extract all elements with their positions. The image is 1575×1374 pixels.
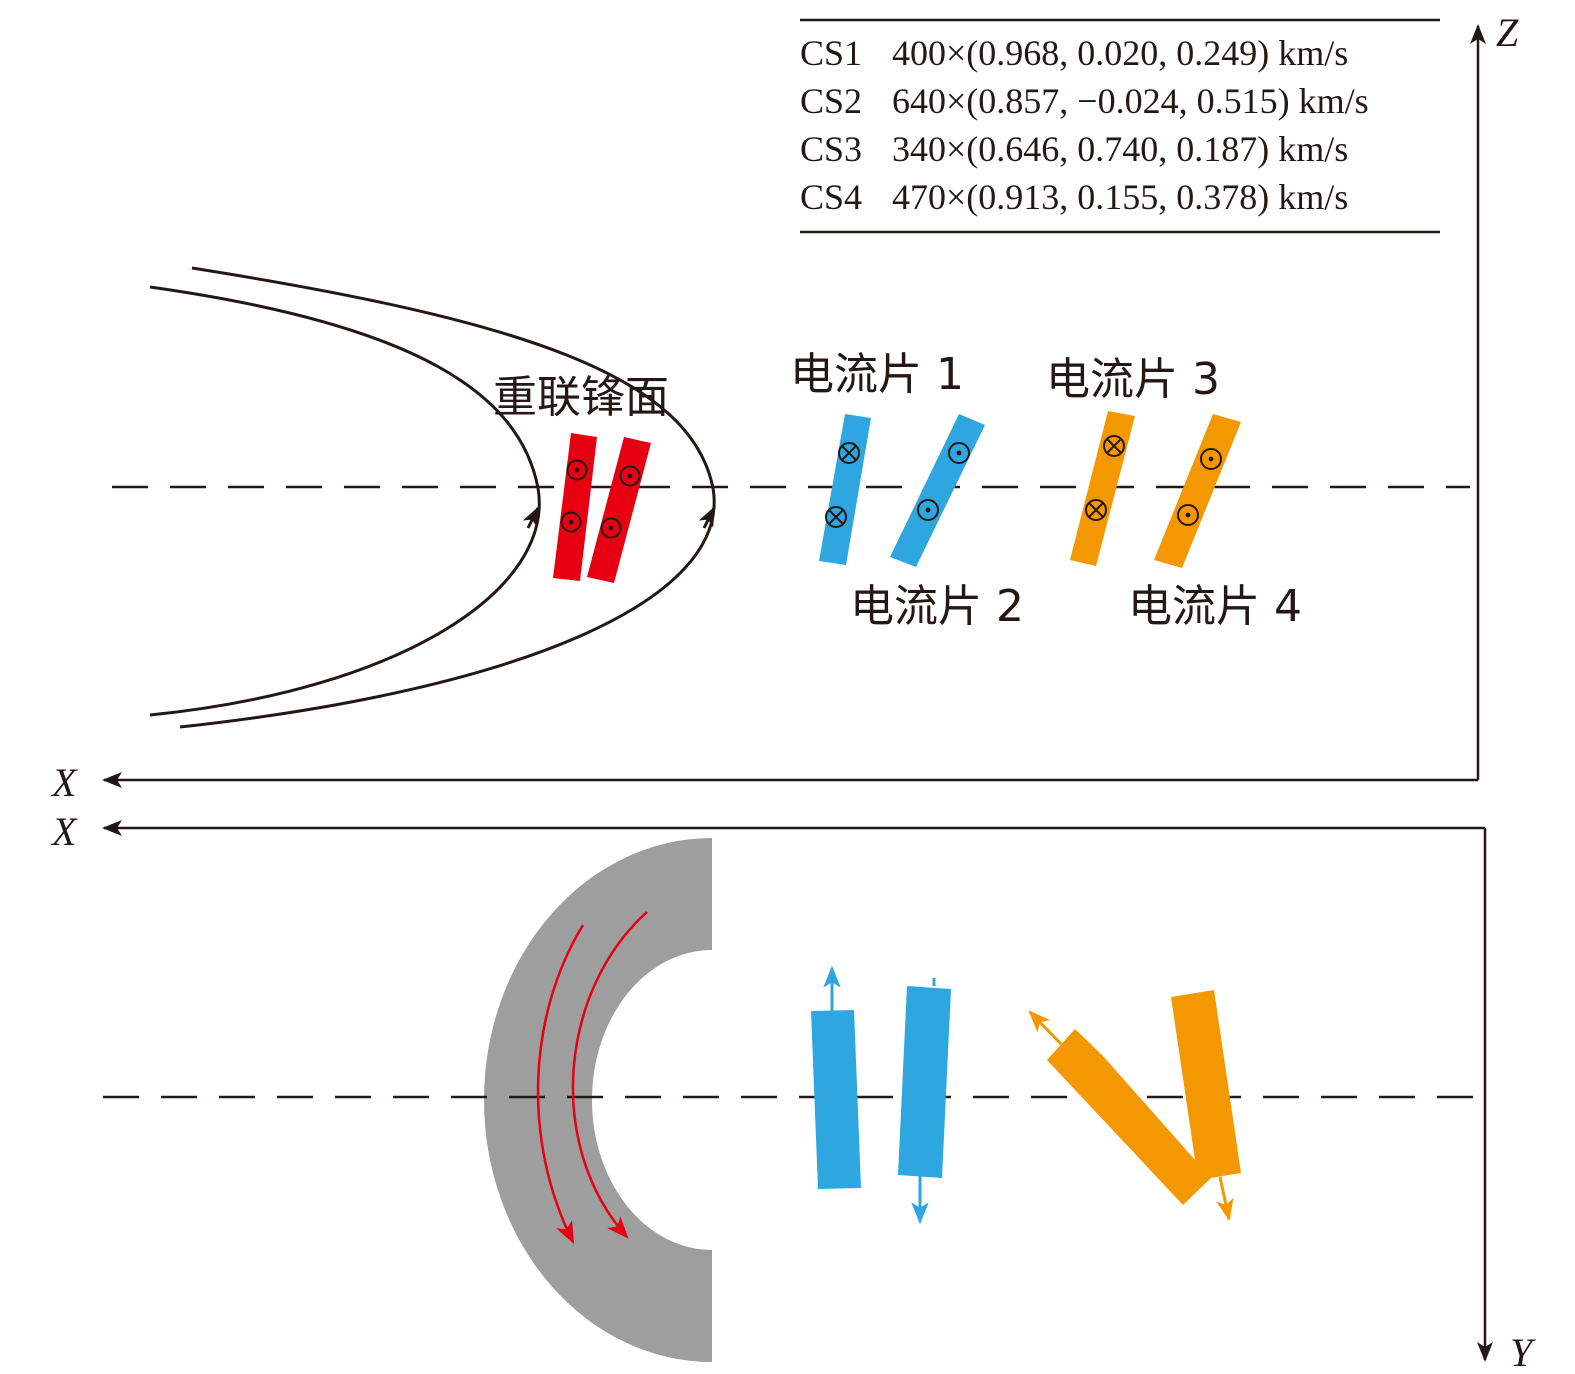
- dot-circle-icon: [560, 511, 582, 533]
- cs4-xy: [1171, 990, 1241, 1222]
- current-sheet-4-label: 电流片 4: [1128, 581, 1302, 632]
- table-row-name: CS3: [800, 129, 862, 169]
- dot-circle-icon: [1200, 448, 1222, 470]
- field-arrow-inner: [522, 506, 540, 529]
- flow-arrow-left: [536, 924, 585, 1244]
- cs3-xy: [1028, 1010, 1211, 1205]
- cs3-bar: [1070, 411, 1135, 566]
- current-sheet-4: [1154, 414, 1241, 568]
- front-band: [484, 838, 712, 1362]
- cross-circle-icon: [838, 442, 860, 464]
- cs4-motion-arrow: [1216, 1176, 1234, 1222]
- table-row-name: CS1: [800, 33, 862, 73]
- current-sheet-3: [1070, 411, 1135, 566]
- field-line-inner: [149, 285, 541, 717]
- front-sheet-right: [587, 437, 651, 583]
- current-sheet-3-label: 电流片 3: [1046, 354, 1220, 405]
- cs3-motion-arrow: [1028, 1010, 1063, 1046]
- current-sheet-2-label: 电流片 2: [850, 581, 1024, 632]
- velocity-table: CS1 400×(0.968, 0.020, 0.249) km/s CS2 6…: [800, 18, 1440, 234]
- x-axis-top-label: X: [50, 760, 78, 805]
- dot-circle-icon: [566, 459, 588, 481]
- x-axis-bottom-label: X: [50, 809, 78, 854]
- dot-circle-icon: [948, 442, 970, 464]
- cs1-xy: [811, 965, 861, 1189]
- cs1-bar: [819, 414, 871, 565]
- bottom-panel-axes: X Y: [50, 809, 1536, 1374]
- current-sheet-1-label: 电流片 1: [790, 349, 964, 400]
- cs1-xy-bar: [811, 1010, 861, 1189]
- current-sheet-1: [819, 414, 871, 565]
- top-panel-axes: Z X: [50, 10, 1519, 805]
- table-row-value: 340×(0.646, 0.740, 0.187) km/s: [892, 129, 1348, 169]
- dot-circle-icon: [600, 517, 622, 539]
- front-sheet-left: [553, 433, 597, 581]
- z-axis-label: Z: [1496, 10, 1519, 55]
- cross-circle-icon: [1085, 499, 1107, 521]
- y-axis-label: Y: [1510, 1330, 1536, 1374]
- dot-circle-icon: [1177, 504, 1199, 526]
- field-arrow-outer: [698, 506, 716, 529]
- table-row-value: 470×(0.913, 0.155, 0.378) km/s: [892, 177, 1348, 217]
- table-row-name: CS4: [800, 177, 862, 217]
- dot-circle-icon: [917, 499, 939, 521]
- current-sheet-2: [890, 414, 985, 567]
- table-row-value: 640×(0.857, −0.024, 0.515) km/s: [892, 81, 1369, 121]
- cs4-bar: [1154, 414, 1241, 568]
- cs2-xy-bar: [898, 986, 951, 1178]
- cs3-xy-bar: [1047, 1029, 1211, 1205]
- field-line-outer: [179, 266, 716, 729]
- table-row-name: CS2: [800, 81, 862, 121]
- cs2-bar: [890, 414, 985, 567]
- field-lines: [149, 266, 716, 729]
- dot-circle-icon: [619, 465, 641, 487]
- cs2-xy: [898, 978, 951, 1225]
- table-row-value: 400×(0.968, 0.020, 0.249) km/s: [892, 33, 1348, 73]
- cross-circle-icon: [825, 506, 847, 528]
- cs4-xy-bar: [1171, 990, 1241, 1180]
- flow-arrow-right: [571, 911, 648, 1239]
- reconnection-front-label: 重联锋面: [493, 372, 669, 423]
- cross-circle-icon: [1103, 435, 1125, 457]
- front-flow-arrows: [536, 911, 648, 1244]
- reconnection-front: [553, 433, 651, 583]
